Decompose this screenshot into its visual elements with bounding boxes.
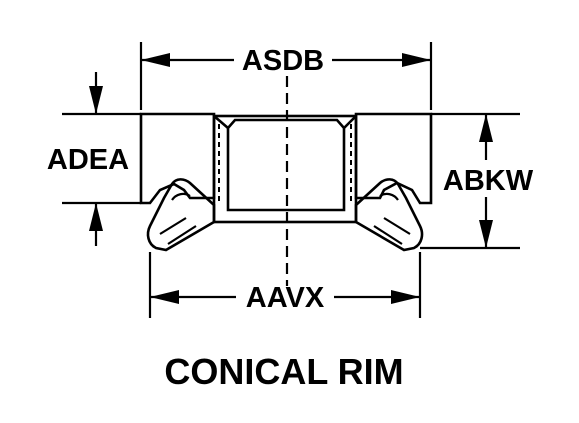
arrowhead-adea-bottom [89,203,103,231]
sleeve-flange-right [343,115,357,129]
arrowhead-adea-top [89,86,103,114]
sleeve-flange-left [213,115,229,129]
left-lip-detail [159,192,197,245]
part-cross-section [139,76,433,286]
dim-label-abkw: ABKW [443,165,534,197]
arrowhead-asdb-right [402,53,431,67]
dim-label-adea: ADEA [47,144,129,176]
dimension-asdb: ASDB [139,42,433,110]
right-conical-lip [354,178,424,252]
drawing-caption: CONICAL RIM [164,351,403,392]
dimension-abkw: ABKW [420,112,534,250]
right-hatched-block [354,112,433,205]
center-sleeve-outer [212,114,358,224]
dimension-adea: ADEA [47,72,141,246]
arrowhead-aavx-right [391,290,420,304]
arrowhead-abkw-bottom [479,220,493,248]
right-lip-detail [373,192,411,245]
dim-label-aavx: AAVX [246,282,325,314]
left-hatched-block [139,112,216,205]
dim-label-asdb: ASDB [242,45,324,77]
left-conical-lip [146,178,216,252]
dimension-aavx: AAVX [148,252,422,318]
arrowhead-abkw-top [479,114,493,142]
arrowhead-aavx-left [150,290,179,304]
arrowhead-asdb-left [141,53,170,67]
